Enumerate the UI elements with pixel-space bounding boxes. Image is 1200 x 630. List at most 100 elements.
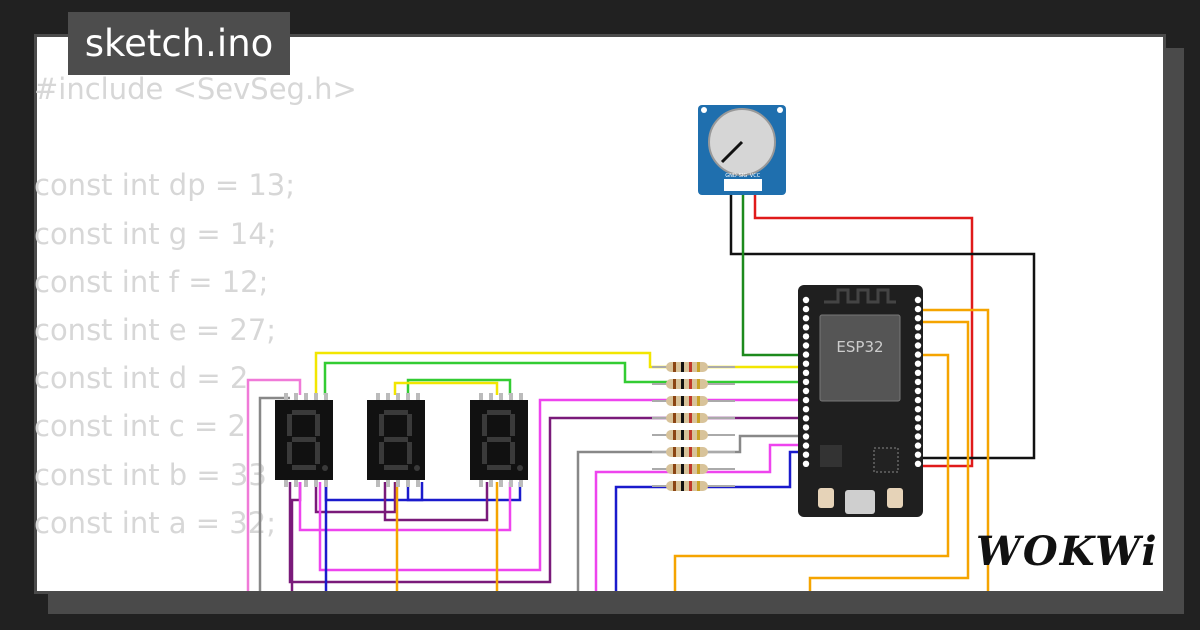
display-pin	[406, 480, 410, 487]
esp32-pin[interactable]	[802, 369, 810, 376]
segment	[379, 442, 384, 464]
esp32-pin[interactable]	[802, 296, 810, 304]
esp32-pin[interactable]	[802, 424, 810, 431]
esp32-pin[interactable]	[802, 342, 810, 349]
resistor-body	[666, 464, 708, 474]
resistor-band	[673, 447, 676, 457]
seven-segment-display[interactable]	[470, 393, 528, 487]
resistor-band	[673, 464, 676, 474]
display-pin	[396, 480, 400, 487]
seven-segment-displays	[275, 393, 528, 487]
display-pin	[489, 480, 493, 487]
esp32-pin[interactable]	[802, 324, 810, 331]
resistor[interactable]	[652, 481, 735, 491]
esp32-pin[interactable]	[802, 315, 810, 322]
segment	[482, 442, 487, 464]
esp32-pin[interactable]	[914, 433, 922, 440]
resistor-band	[689, 396, 692, 406]
esp32-pin[interactable]	[802, 406, 810, 413]
esp32-pin[interactable]	[914, 315, 922, 322]
potentiometer[interactable]: GND SIG VCC	[698, 105, 786, 195]
esp32-pin[interactable]	[914, 378, 922, 386]
esp32-pin[interactable]	[802, 442, 810, 449]
pot-pin-header	[724, 179, 762, 191]
resistor-band	[673, 362, 676, 372]
esp32-pin[interactable]	[914, 442, 922, 449]
resistor[interactable]	[652, 464, 735, 474]
esp32-pin[interactable]	[914, 424, 922, 431]
esp32-module-shield	[819, 314, 901, 402]
code-line: const int dp = 13;	[34, 168, 296, 203]
esp32-pin[interactable]	[802, 351, 810, 358]
wire-signal	[741, 188, 806, 357]
resistor[interactable]	[652, 413, 735, 423]
esp32-pin[interactable]	[914, 360, 922, 367]
resistor[interactable]	[652, 430, 735, 440]
display-pin	[284, 480, 288, 487]
wire-purple-4	[288, 416, 806, 584]
esp32-pin[interactable]	[914, 460, 922, 467]
esp32-board[interactable]: ESP32	[798, 285, 923, 517]
resistor[interactable]	[652, 362, 735, 372]
resistor-band	[689, 362, 692, 372]
segment	[315, 414, 320, 436]
resistor-body	[666, 481, 708, 491]
resistor-band	[673, 396, 676, 406]
code-line: const int f = 12;	[34, 264, 269, 299]
resistor[interactable]	[652, 396, 735, 406]
resistor-band	[673, 481, 676, 491]
boot-button[interactable]	[818, 488, 834, 508]
reset-button[interactable]	[887, 488, 903, 508]
esp32-pin[interactable]	[914, 415, 922, 422]
esp32-pin[interactable]	[802, 333, 810, 340]
resistor-band	[689, 379, 692, 389]
wire-orange-3	[673, 353, 950, 591]
resistor[interactable]	[652, 379, 735, 389]
resistor-bank	[652, 362, 735, 491]
display-pin	[479, 393, 483, 400]
esp32-pin[interactable]	[914, 396, 922, 404]
code-line: #include <SevSeg.h>	[34, 72, 357, 106]
esp32-pin[interactable]	[914, 387, 922, 395]
code-line: const int a = 32;	[34, 505, 276, 540]
wire-gray-2	[576, 434, 806, 591]
antenna-trace-icon	[824, 288, 896, 304]
esp32-pin[interactable]	[914, 324, 922, 331]
esp32-pin[interactable]	[914, 305, 922, 313]
resistor-band	[697, 430, 700, 440]
esp32-pin[interactable]	[802, 460, 810, 467]
code-preview: #include <SevSeg.h> const int dp = 13; c…	[34, 65, 357, 547]
esp32-pin[interactable]	[914, 342, 922, 349]
segment	[487, 437, 511, 442]
esp32-pin[interactable]	[802, 387, 810, 395]
code-line: const int d = 2	[34, 361, 249, 396]
seven-segment-display[interactable]	[275, 393, 333, 487]
segment	[510, 442, 515, 464]
esp32-pin[interactable]	[914, 333, 922, 340]
segment	[287, 414, 292, 436]
wire-vcc	[753, 188, 974, 468]
display-pin	[519, 393, 523, 400]
wire-yellow	[314, 351, 806, 395]
esp32-pin[interactable]	[802, 451, 810, 458]
resistor[interactable]	[652, 447, 735, 457]
esp32-pin[interactable]	[802, 396, 810, 404]
esp32-pin[interactable]	[802, 360, 810, 367]
esp32-pin[interactable]	[802, 433, 810, 440]
segment	[315, 442, 320, 464]
esp32-pin[interactable]	[802, 378, 810, 386]
file-tab[interactable]: sketch.ino	[68, 12, 290, 75]
esp32-pin[interactable]	[914, 296, 922, 304]
esp32-pin[interactable]	[914, 369, 922, 376]
esp32-pin[interactable]	[914, 351, 922, 358]
esp32-pin[interactable]	[802, 415, 810, 422]
wire-gnd	[729, 188, 1036, 460]
resistor-band	[689, 430, 692, 440]
esp32-pin[interactable]	[914, 451, 922, 458]
esp32-pin[interactable]	[914, 406, 922, 413]
resistor-band	[697, 464, 700, 474]
esp32-pin[interactable]	[802, 305, 810, 313]
resistor-body	[666, 430, 708, 440]
seven-segment-display[interactable]	[367, 393, 425, 487]
segment	[292, 437, 316, 442]
